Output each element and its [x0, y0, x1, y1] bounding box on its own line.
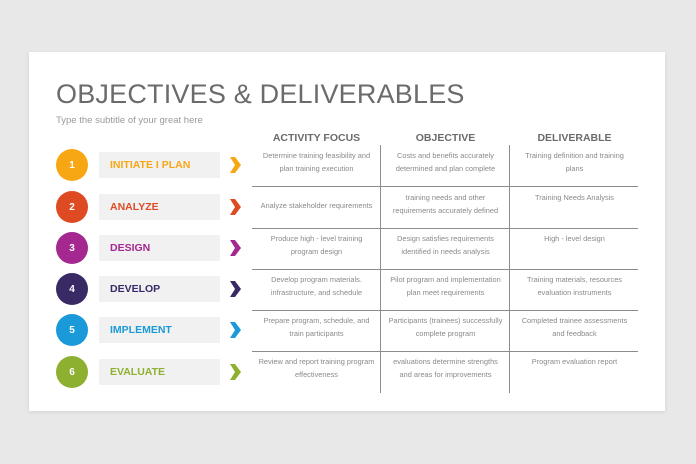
table-divider-horizontal	[252, 310, 638, 311]
chevron-right-icon	[230, 364, 241, 380]
step-number-badge: 3	[56, 232, 88, 264]
table-cell-deliverable: Training definition and training plans	[525, 151, 624, 173]
step-develop: 4 DEVELOP	[56, 273, 246, 305]
page-subtitle: Type the subtitle of your great here	[56, 115, 203, 126]
step-implement: 5 IMPLEMENT	[56, 314, 246, 346]
step-initiate-plan: 1 INITIATE I PLAN	[56, 149, 246, 181]
table-cell-objective: Design satisfies requirements identified…	[397, 234, 494, 256]
table-divider-horizontal	[252, 351, 638, 352]
table-divider-horizontal	[252, 269, 638, 270]
step-label: EVALUATE	[99, 359, 220, 385]
chevron-right-icon	[230, 157, 241, 173]
step-label: ANALYZE	[99, 194, 220, 220]
table-cell-objective: Participants (trainees) successfully com…	[388, 316, 503, 338]
table-cell-activity-focus: Produce high - level training program de…	[270, 234, 363, 256]
table-cell-objective: training needs and other requirements ac…	[392, 193, 499, 215]
step-design: 3 DESIGN	[56, 232, 246, 264]
table-cell-deliverable: Completed trainee assessments and feedba…	[521, 316, 628, 338]
table-cell-deliverable: Training Needs Analysis	[534, 193, 614, 202]
table-cell-objective: Pilot program and implementation plan me…	[390, 275, 501, 297]
chevron-right-icon	[230, 240, 241, 256]
column-header-deliverable: DELIVERABLE	[537, 132, 612, 144]
step-label: IMPLEMENT	[99, 317, 220, 343]
step-number-badge: 6	[56, 356, 88, 388]
column-header-activity-focus: ACTIVITY FOCUS	[272, 132, 361, 144]
step-label: INITIATE I PLAN	[99, 152, 220, 178]
table-divider-horizontal	[252, 228, 638, 229]
step-number-badge: 2	[56, 191, 88, 223]
table-cell-activity-focus: Determine training feasibility and plan …	[262, 151, 371, 173]
table-cell-deliverable: Program evaluation report	[531, 357, 618, 366]
table-cell-deliverable: High - level design	[544, 234, 605, 243]
step-number-badge: 4	[56, 273, 88, 305]
slide-card: OBJECTIVES & DELIVERABLES Type the subti…	[29, 52, 665, 411]
table-cell-deliverable: Training materials, resources evaluation…	[526, 275, 623, 297]
table-cell-activity-focus: Review and report training program effec…	[258, 357, 375, 379]
table-cell-objective: Costs and benefits accurately determined…	[395, 151, 496, 173]
chevron-right-icon	[230, 199, 241, 215]
step-label: DEVELOP	[99, 276, 220, 302]
column-header-objective: OBJECTIVE	[415, 132, 476, 144]
step-evaluate: 6 EVALUATE	[56, 356, 246, 388]
step-number-badge: 5	[56, 314, 88, 346]
step-number-badge: 1	[56, 149, 88, 181]
chevron-right-icon	[230, 281, 241, 297]
table-cell-activity-focus: Develop program materials. infrastructur…	[270, 275, 363, 297]
step-analyze: 2 ANALYZE	[56, 191, 246, 223]
page-title: OBJECTIVES & DELIVERABLES	[56, 79, 465, 109]
table-cell-activity-focus: Analyze stakeholder requirements	[260, 201, 373, 210]
table-cell-activity-focus: Prepare program, schedule, and train par…	[263, 316, 370, 338]
table-divider-horizontal	[252, 186, 638, 187]
chevron-right-icon	[230, 322, 241, 338]
step-label: DESIGN	[99, 235, 220, 261]
table-cell-objective: evaluations determine strengths and area…	[393, 357, 498, 379]
